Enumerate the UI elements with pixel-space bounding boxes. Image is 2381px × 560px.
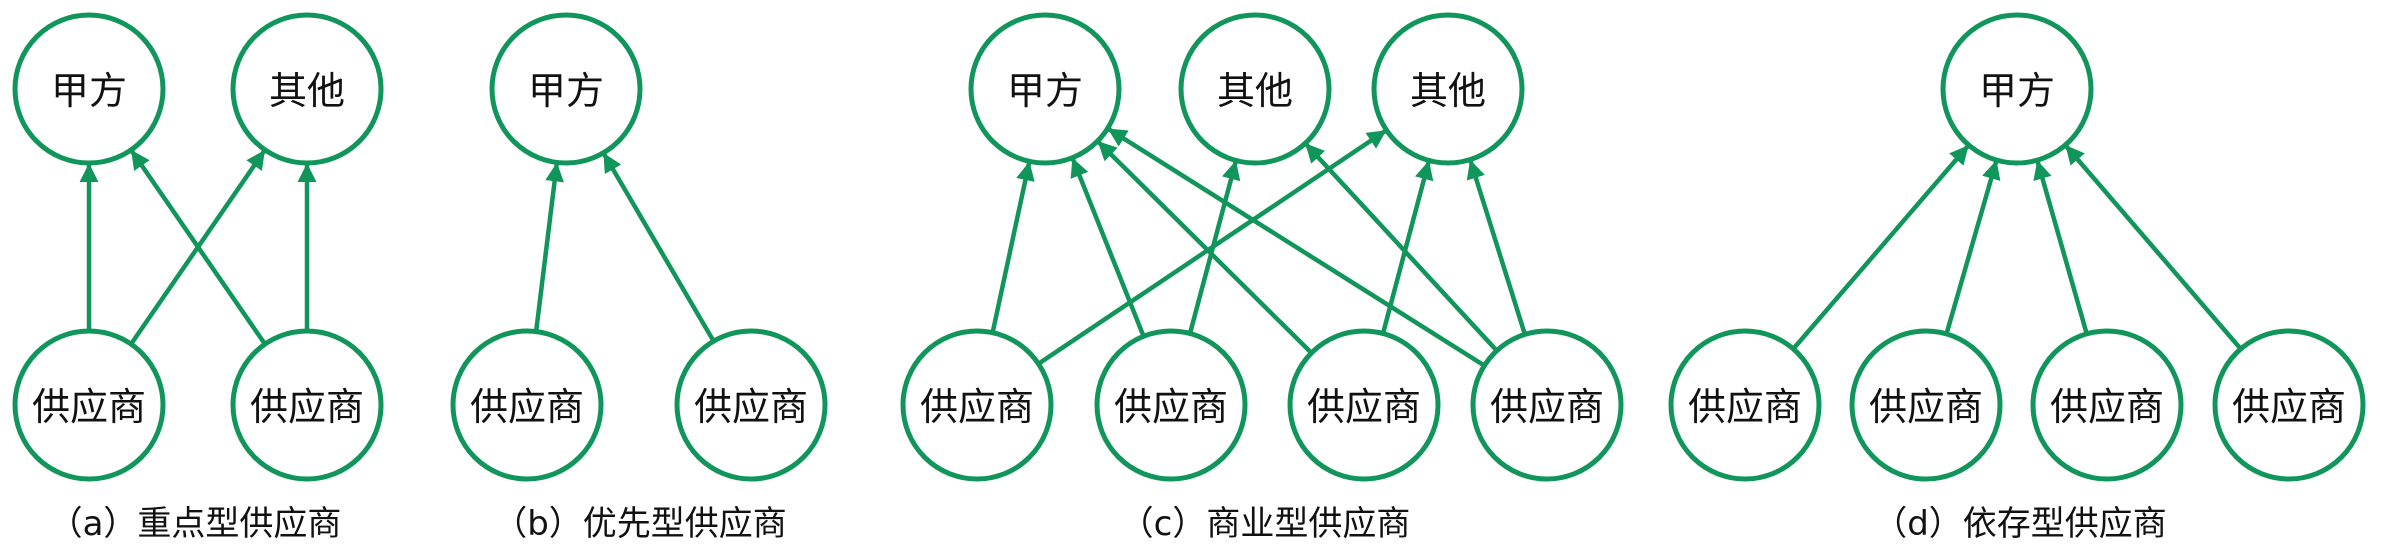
node-c-bottom-0-supplier: 供应商 (900, 328, 1054, 482)
node-d-bottom-0-supplier-label: 供应商 (1688, 385, 1802, 429)
node-b-bottom-0-supplier-circle (450, 328, 604, 482)
node-c-top-0-party: 甲方 (968, 12, 1122, 166)
node-a-top-0-party-label: 甲方 (51, 69, 127, 113)
node-c-top-1-other: 其他 (1178, 12, 1332, 166)
node-c-bottom-3-supplier-label: 供应商 (1490, 385, 1604, 429)
edge-b-supplier-0-to-party-0 (533, 162, 564, 332)
node-d-bottom-0-supplier-circle (1668, 328, 1822, 482)
node-b-bottom-0-supplier: 供应商 (450, 328, 604, 482)
node-d-bottom-1-supplier: 供应商 (1849, 328, 2003, 482)
node-c-top-0-party-circle (968, 12, 1122, 166)
node-d-bottom-1-supplier-circle (1849, 328, 2003, 482)
node-d-bottom-2-supplier-label: 供应商 (2050, 385, 2164, 429)
node-a-bottom-1-supplier: 供应商 (230, 328, 384, 482)
edge-c-supplier-3-to-other-1 (1304, 143, 1499, 353)
node-d-top-0-party: 甲方 (1940, 12, 2094, 166)
node-c-top-2-other-label: 其他 (1410, 69, 1486, 113)
node-c-top-2-other: 其他 (1371, 12, 1525, 166)
node-c-bottom-1-supplier-circle (1094, 328, 1248, 482)
edges-layer (79, 127, 2243, 368)
node-d-bottom-1-supplier-label: 供应商 (1869, 385, 1983, 429)
node-d-bottom-3-supplier-label: 供应商 (2232, 385, 2346, 429)
edge-b-supplier-1-to-party-0 (602, 152, 716, 343)
edge-d-supplier-2-to-party-0 (2033, 160, 2089, 335)
edge-d-supplier-3-to-party-0 (2064, 145, 2243, 351)
caption-c: （c）商业型供应商 (1120, 504, 1411, 544)
edge-a-supplier-0-to-other-1 (129, 150, 266, 346)
edge-c-supplier-3-to-party-0 (1107, 127, 1486, 368)
node-a-bottom-1-supplier-label: 供应商 (250, 385, 364, 429)
node-d-bottom-2-supplier: 供应商 (2030, 328, 2184, 482)
node-d-bottom-3-supplier-circle (2212, 328, 2366, 482)
node-c-bottom-3-supplier: 供应商 (1470, 328, 1624, 482)
node-a-top-0-party: 甲方 (12, 12, 166, 166)
node-c-top-0-party-label: 甲方 (1007, 69, 1083, 113)
node-c-bottom-3-supplier-circle (1470, 328, 1624, 482)
node-d-bottom-0-supplier: 供应商 (1668, 328, 1822, 482)
node-a-top-1-other: 其他 (230, 12, 384, 166)
edge-c-supplier-0-to-party-0 (990, 161, 1035, 334)
node-b-top-0-party-label: 甲方 (528, 69, 604, 113)
caption-b: （b）优先型供应商 (493, 504, 787, 544)
node-c-top-2-other-circle (1371, 12, 1525, 166)
node-d-top-0-party-circle (1940, 12, 2094, 166)
edge-d-supplier-1-to-party-0 (1944, 160, 2001, 335)
node-c-top-1-other-circle (1178, 12, 1332, 166)
node-b-top-0-party: 甲方 (489, 12, 643, 166)
captions-layer: （a）重点型供应商 （b）优先型供应商 （c）商业型供应商 （d）依存型供应商 (49, 504, 2167, 544)
node-a-bottom-0-supplier-label: 供应商 (32, 385, 146, 429)
edge-c-supplier-2-to-party-0 (1097, 140, 1313, 355)
node-a-bottom-0-supplier-circle (12, 328, 166, 482)
node-b-bottom-1-supplier-circle (674, 328, 828, 482)
caption-a: （a）重点型供应商 (49, 504, 342, 544)
node-b-bottom-0-supplier-label: 供应商 (470, 385, 584, 429)
node-b-top-0-party-circle (489, 12, 643, 166)
node-c-bottom-0-supplier-circle (900, 328, 1054, 482)
edge-c-supplier-1-to-party-0 (1070, 157, 1146, 338)
node-b-bottom-1-supplier: 供应商 (674, 328, 828, 482)
node-d-bottom-2-supplier-circle (2030, 328, 2184, 482)
node-a-bottom-1-supplier-circle (230, 328, 384, 482)
node-a-top-0-party-circle (12, 12, 166, 166)
node-c-bottom-2-supplier-circle (1287, 328, 1441, 482)
node-b-bottom-1-supplier-label: 供应商 (694, 385, 808, 429)
node-c-bottom-0-supplier-label: 供应商 (920, 385, 1034, 429)
node-d-top-0-party-label: 甲方 (1979, 69, 2055, 113)
node-c-bottom-2-supplier-label: 供应商 (1307, 385, 1421, 429)
edge-d-supplier-0-to-party-0 (1791, 145, 1970, 351)
node-c-top-1-other-label: 其他 (1217, 69, 1293, 113)
node-d-bottom-3-supplier: 供应商 (2212, 328, 2366, 482)
edge-c-supplier-3-to-other-2 (1466, 159, 1528, 336)
node-a-top-1-other-circle (230, 12, 384, 166)
node-a-top-1-other-label: 其他 (269, 69, 345, 113)
node-a-bottom-0-supplier: 供应商 (12, 328, 166, 482)
node-c-bottom-1-supplier-label: 供应商 (1114, 385, 1228, 429)
node-c-bottom-1-supplier: 供应商 (1094, 328, 1248, 482)
node-c-bottom-2-supplier: 供应商 (1287, 328, 1441, 482)
edge-c-supplier-1-to-other-1 (1187, 160, 1241, 335)
caption-d: （d）依存型供应商 (1873, 504, 2167, 544)
